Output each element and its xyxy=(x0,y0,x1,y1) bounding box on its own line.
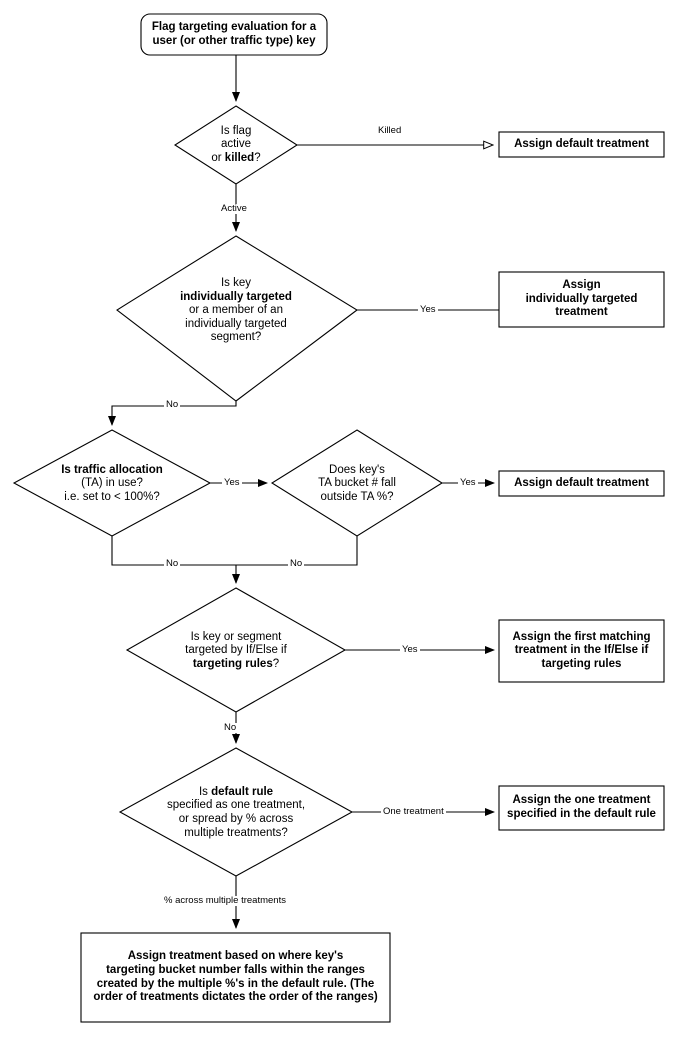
decision-ta-bucket-shape xyxy=(270,429,444,537)
edge-label-one-treatment: One treatment xyxy=(381,806,446,817)
edge-bucket-no-to-rules xyxy=(236,536,358,566)
decision-traffic-allocation-shape xyxy=(12,429,212,537)
result-percent-ranges-shape xyxy=(80,932,391,1023)
edge-label-no-rules: No xyxy=(222,722,239,733)
edge-label-active: Active xyxy=(219,203,249,214)
result-assign-default-1-shape xyxy=(498,131,665,158)
edge-label-no-bucket: No xyxy=(288,558,305,569)
edge-label-yes-rules: Yes xyxy=(400,644,420,655)
result-individually-targeted-shape xyxy=(498,271,665,328)
decision-individually-targeted-shape xyxy=(116,235,358,402)
edge-label-yes-individual: Yes xyxy=(418,304,438,315)
edge-label-yes-ta: Yes xyxy=(222,477,242,488)
edge-label-no-ta: No xyxy=(164,558,181,569)
decision-default-rule-shape xyxy=(118,747,354,877)
edge-label-no-individual: No xyxy=(164,399,181,410)
start-node-shape xyxy=(140,13,328,56)
edge-label-killed: Killed xyxy=(376,125,404,136)
edge-label-yes-bucket: Yes xyxy=(458,477,478,488)
result-first-matching-shape xyxy=(498,619,665,683)
edge-label-percent-multiple: % across multiple treatments xyxy=(162,895,288,906)
result-assign-default-2-shape xyxy=(498,470,665,497)
edge-ta-no-to-rules xyxy=(111,536,236,566)
result-one-treatment-shape xyxy=(498,785,665,831)
decision-flag-active-shape xyxy=(173,105,299,185)
decision-targeting-rules-shape xyxy=(125,587,347,713)
